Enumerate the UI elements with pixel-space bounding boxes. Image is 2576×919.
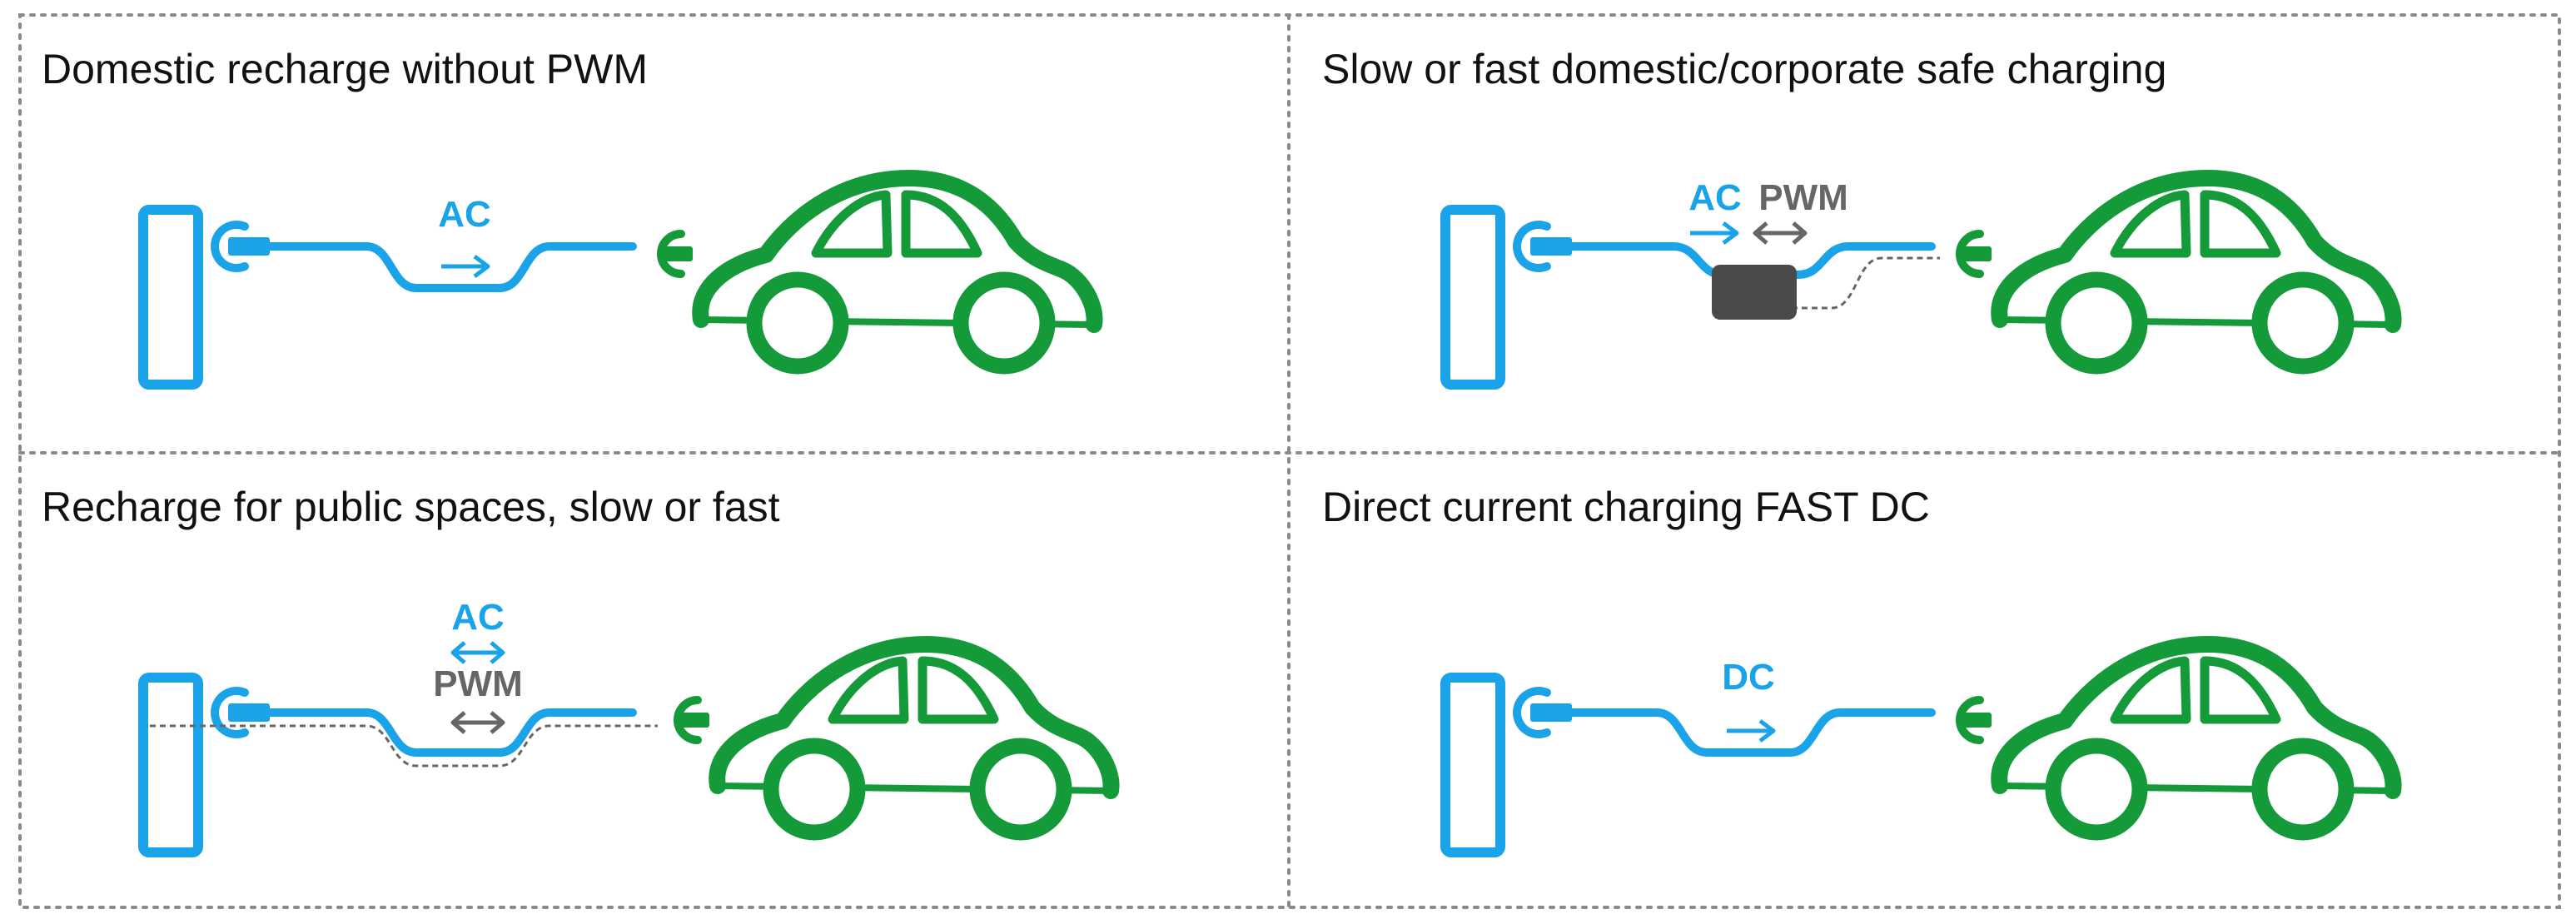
charging-cable — [1566, 708, 1936, 757]
dc-label: DC — [1722, 657, 1775, 698]
plug-icon — [215, 225, 270, 268]
plug-icon — [215, 691, 270, 734]
arrow-icon — [441, 256, 488, 276]
panel-corporate-safe: Slow or fast domestic/corporate safe cha… — [1322, 46, 2394, 385]
ac-label: AC — [438, 194, 491, 235]
ac-label: AC — [1688, 177, 1742, 218]
panel-title: Domestic recharge without PWM — [42, 46, 648, 92]
plug-icon — [1517, 225, 1572, 268]
arrow-icon — [1755, 223, 1805, 243]
charging-point-icon — [1445, 678, 1500, 852]
car-icon — [658, 178, 1095, 366]
panel-grid — [18, 13, 2561, 909]
panel-title: Slow or fast domestic/corporate safe cha… — [1322, 46, 2166, 92]
panel-fast-dc: Direct current charging FAST DC DC — [1322, 484, 2394, 852]
car-icon — [1957, 178, 2394, 366]
pilot-signal-line — [1782, 256, 1940, 310]
arrow-icon — [1690, 223, 1737, 243]
panel-title: Direct current charging FAST DC — [1322, 484, 1930, 530]
controller-box-icon — [1712, 265, 1797, 320]
panel-public-spaces: Recharge for public spaces, slow or fast… — [42, 484, 1111, 852]
pwm-label: PWM — [1758, 177, 1848, 218]
panel-domestic-no-pwm: Domestic recharge without PWM AC — [42, 46, 1095, 385]
arrow-icon — [453, 713, 503, 733]
panel-title: Recharge for public spaces, slow or fast — [42, 484, 780, 530]
pwm-label: PWM — [433, 663, 523, 704]
plug-icon — [1517, 691, 1572, 734]
ac-label: AC — [451, 597, 505, 638]
car-icon — [1957, 644, 2394, 832]
arrow-icon — [453, 643, 503, 663]
charging-cable — [264, 708, 637, 757]
car-icon — [674, 644, 1111, 832]
charging-point-icon — [143, 210, 198, 385]
pilot-signal-line — [150, 724, 658, 767]
arrow-icon — [1727, 721, 1773, 741]
charging-cable — [264, 242, 637, 292]
charging-point-icon — [143, 678, 198, 852]
charging-point-icon — [1445, 210, 1500, 385]
